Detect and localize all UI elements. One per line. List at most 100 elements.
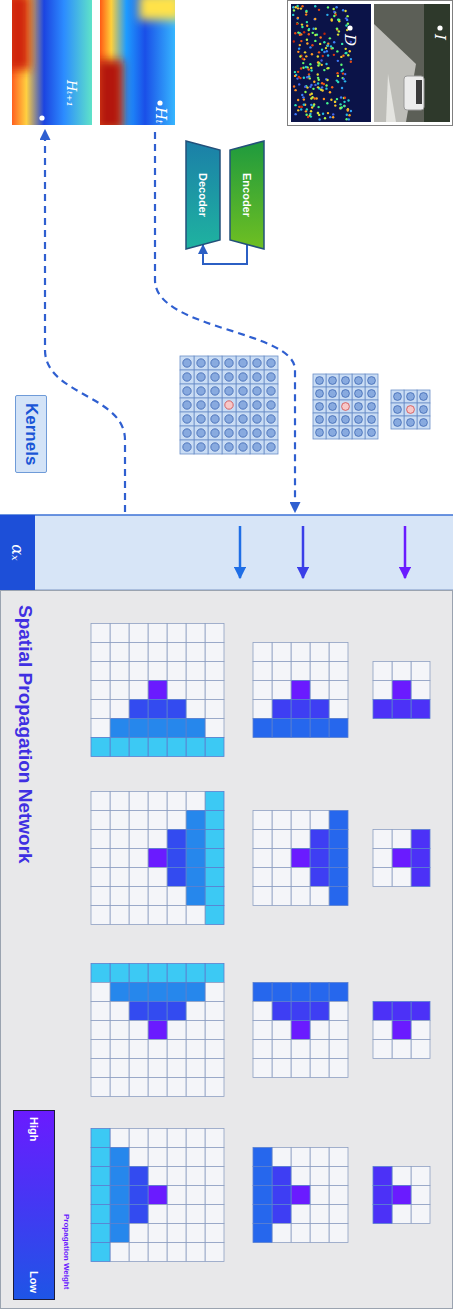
propagation-cell [91, 681, 110, 700]
lidar-point [317, 62, 319, 64]
label-anchor: Hₜ₊₁ [64, 80, 78, 107]
kernel-dot [239, 401, 247, 409]
lidar-point [325, 63, 327, 65]
lidar-point [295, 6, 297, 8]
kernel-cell [391, 403, 404, 416]
propagation-cell [167, 1002, 186, 1021]
lidar-point [349, 50, 351, 52]
kernel-dot [267, 443, 275, 451]
kernel-dot [253, 429, 261, 437]
kernel-cell [222, 426, 236, 440]
propagation-cell [129, 1002, 148, 1021]
lidar-point [297, 51, 299, 53]
propagation-cell [205, 868, 224, 887]
propagation-cell [129, 1059, 148, 1078]
lidar-point [334, 104, 336, 106]
propagation-cell [91, 1129, 110, 1148]
propagation-cell [186, 1002, 205, 1021]
kernel-dot [267, 429, 275, 437]
propagation-cell [329, 700, 348, 719]
lidar-point [296, 17, 298, 19]
propagation-cell [373, 1040, 392, 1059]
lidar-point [344, 10, 346, 12]
propagation-cell [129, 1205, 148, 1224]
lidar-point [297, 71, 299, 73]
lidar-point [340, 70, 342, 72]
propagation-cell [310, 1186, 329, 1205]
lidar-point [299, 44, 301, 46]
lidar-point [339, 103, 341, 105]
kernel-cell [208, 398, 222, 412]
propagation-cell [110, 792, 129, 811]
lidar-point [306, 42, 308, 44]
kernel-dot [267, 387, 275, 395]
propagation-cell [373, 868, 392, 887]
lidar-point [318, 62, 320, 64]
kernel-cell [404, 390, 417, 403]
propagation-cell [291, 1040, 310, 1059]
kernel-cell [339, 387, 352, 400]
propagation-cell [205, 738, 224, 757]
propagation-cell [129, 624, 148, 643]
propagation-cell [91, 849, 110, 868]
kernel-dot [183, 373, 191, 381]
propagation-cell [129, 662, 148, 681]
propagation-cell [167, 1186, 186, 1205]
lidar-point [302, 62, 304, 64]
lidar-point [294, 71, 296, 73]
lidar-point [305, 66, 307, 68]
kernel-cell [264, 398, 278, 412]
kernel-cell [208, 426, 222, 440]
propagation-cell [310, 1167, 329, 1186]
propagation-cell [205, 1078, 224, 1097]
lidar-point [317, 112, 319, 114]
lidar-point [306, 39, 308, 41]
kernel-dot [183, 401, 191, 409]
lidar-point [340, 107, 342, 109]
propagation-cell [272, 849, 291, 868]
propagation-cell [329, 1040, 348, 1059]
band-border [0, 514, 453, 516]
propagation-cell [329, 719, 348, 738]
propagation-cell [205, 1059, 224, 1078]
propagation-cell [392, 700, 411, 719]
kernel-cell [222, 356, 236, 370]
lidar-point [314, 18, 316, 20]
propagation-cell [110, 849, 129, 868]
spn-panel: Spatial Propagation Network [0, 590, 453, 1309]
propagation-cell [392, 662, 411, 681]
propagation-cell [329, 868, 348, 887]
photo-car [404, 76, 424, 110]
lidar-point [297, 99, 299, 101]
depth-heatmap [12, 0, 92, 125]
lidar-point [343, 101, 345, 103]
propagation-cell [291, 1224, 310, 1243]
lidar-point [305, 13, 307, 15]
propagation-cell [167, 662, 186, 681]
propagation-cell [186, 681, 205, 700]
lidar-point [339, 107, 341, 109]
propagation-cell [91, 964, 110, 983]
propagation-cell [186, 1186, 205, 1205]
kernel-cell [194, 398, 208, 412]
lidar-point [306, 86, 308, 88]
propagation-cell [291, 1167, 310, 1186]
lidar-point [310, 67, 312, 69]
block-outline [186, 141, 220, 249]
kernel-cell [365, 400, 378, 413]
lidar-point [310, 84, 312, 86]
propagation-cell [310, 681, 329, 700]
propagation-cell [329, 1205, 348, 1224]
kernel-cell [352, 387, 365, 400]
propagation-cell [205, 849, 224, 868]
propagation-cell [91, 1059, 110, 1078]
propagation-cell [329, 849, 348, 868]
lidar-point [294, 104, 296, 106]
propagation-cell [129, 738, 148, 757]
kernel-cell [264, 412, 278, 426]
kernel-cell [313, 400, 326, 413]
lidar-point [310, 97, 312, 99]
propagation-cell [291, 643, 310, 662]
kernel-dot [211, 359, 219, 367]
propagation-cell [329, 1059, 348, 1078]
